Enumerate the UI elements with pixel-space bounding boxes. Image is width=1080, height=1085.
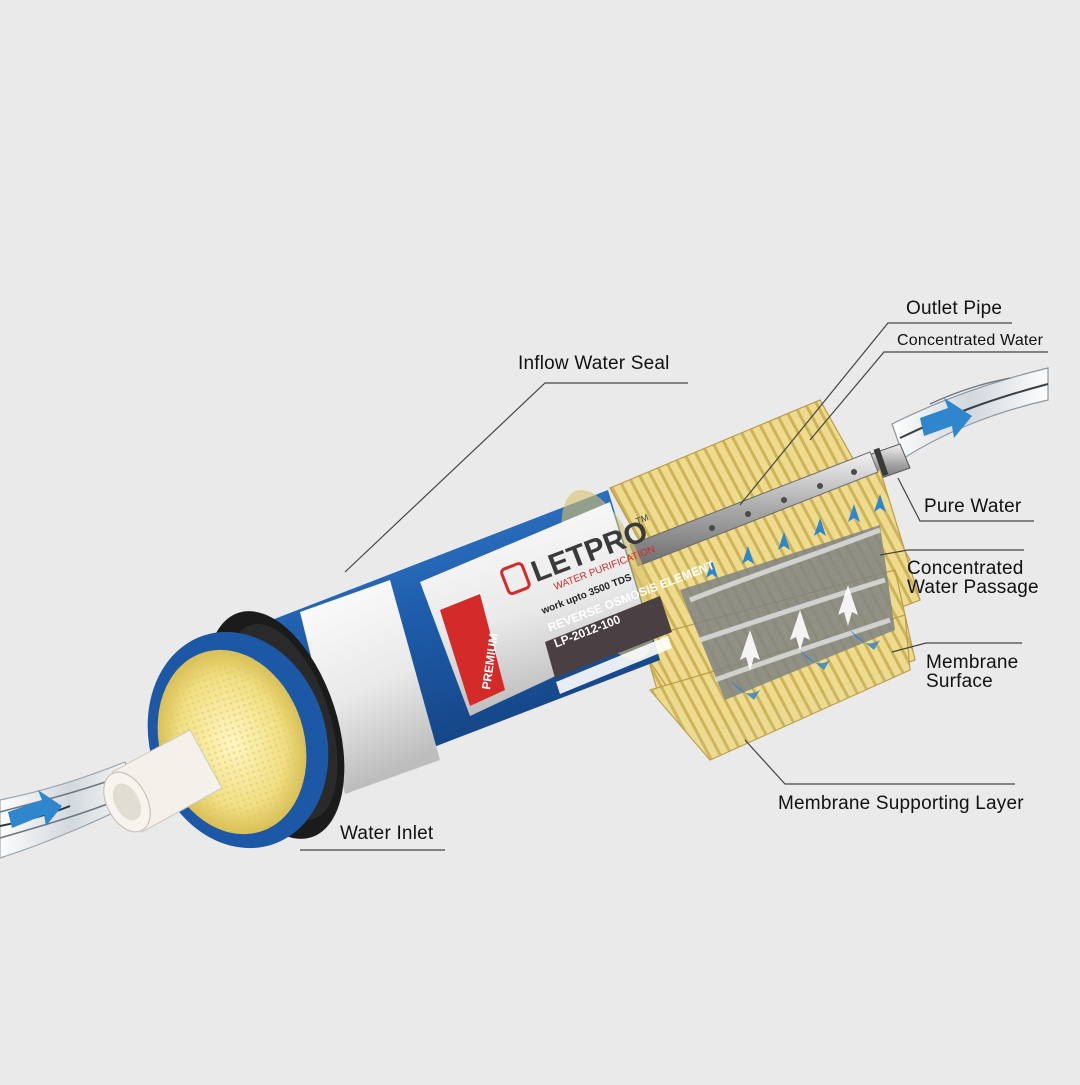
- leader-concentrated-water-passage: [879, 549, 1024, 556]
- callout-leader-lines: [300, 322, 1048, 851]
- outlet-flow-arrow: [920, 398, 972, 438]
- outlet-water-stream: [891, 367, 1049, 459]
- leader-membrane-supporting-layer: [744, 739, 1015, 785]
- label-membrane-surface-line-1: Membrane: [926, 652, 1019, 673]
- label-inflow-water-seal: Inflow Water Seal: [518, 353, 670, 374]
- concentrate-flow-arrows: [740, 585, 858, 671]
- leader-membrane-surface: [891, 642, 1022, 653]
- label-water-inlet: Water Inlet: [340, 823, 434, 844]
- leader-outlet-pipe: [739, 322, 1012, 506]
- label-outlet-pipe: Outlet Pipe: [906, 298, 1003, 319]
- leader-concentrated-water: [809, 351, 1048, 441]
- leader-inflow-water-seal: [344, 382, 688, 573]
- inlet-flow-arrow: [8, 790, 62, 828]
- label-concentrated-water-passage-line-1: Concentrated: [907, 558, 1024, 579]
- label-membrane-supporting-layer: Membrane Supporting Layer: [778, 793, 1024, 814]
- label-pure-water: Pure Water: [924, 496, 1022, 517]
- water-inlet-tube: [103, 729, 223, 833]
- label-concentrated-water-passage-line-2: Water Passage: [907, 577, 1039, 598]
- brand-trademark: TM: [634, 512, 650, 526]
- membrane-cutaway: [609, 399, 921, 761]
- leader-pure-water: [897, 477, 1034, 522]
- label-membrane-surface: Membrane Surface: [926, 653, 1018, 691]
- label-concentrated-water: Concentrated Water: [897, 332, 1044, 349]
- brand-logo-icon: [500, 562, 531, 595]
- membrane-flow-arrows: [706, 494, 886, 700]
- label-concentrated-water-passage: Concentrated Water Passage: [907, 559, 1039, 597]
- label-membrane-surface-line-2: Surface: [926, 671, 993, 692]
